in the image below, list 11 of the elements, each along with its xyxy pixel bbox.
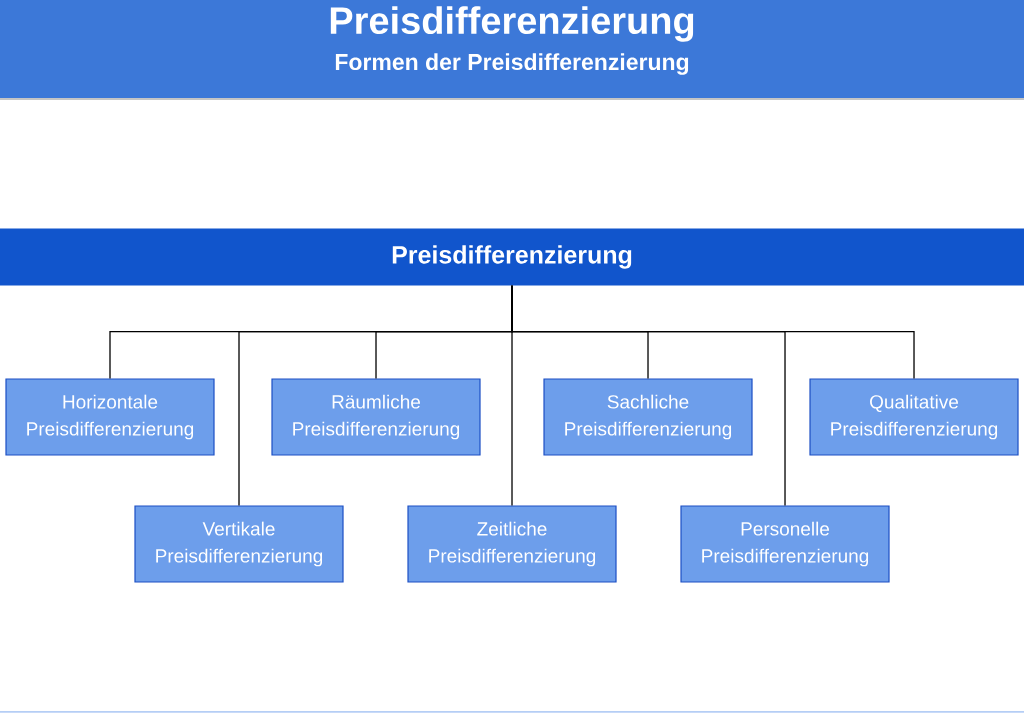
category-box: Räumliche Preisdifferenzierung [271,378,481,456]
category-box: Personelle Preisdifferenzierung [680,505,890,583]
category-box: Qualitative Preisdifferenzierung [809,378,1019,456]
category-box: Horizontale Preisdifferenzierung [5,378,215,456]
category-box: Vertikale Preisdifferenzierung [134,505,344,583]
category-band: Preisdifferenzierung [0,228,1024,286]
subtitle: Formen der Preisdifferenzierung [335,53,689,75]
category-box: Zeitliche Preisdifferenzierung [407,505,617,583]
category-box: Sachliche Preisdifferenzierung [543,378,753,456]
title: Preisdifferenzierung [330,6,694,42]
connector-line [511,285,915,380]
